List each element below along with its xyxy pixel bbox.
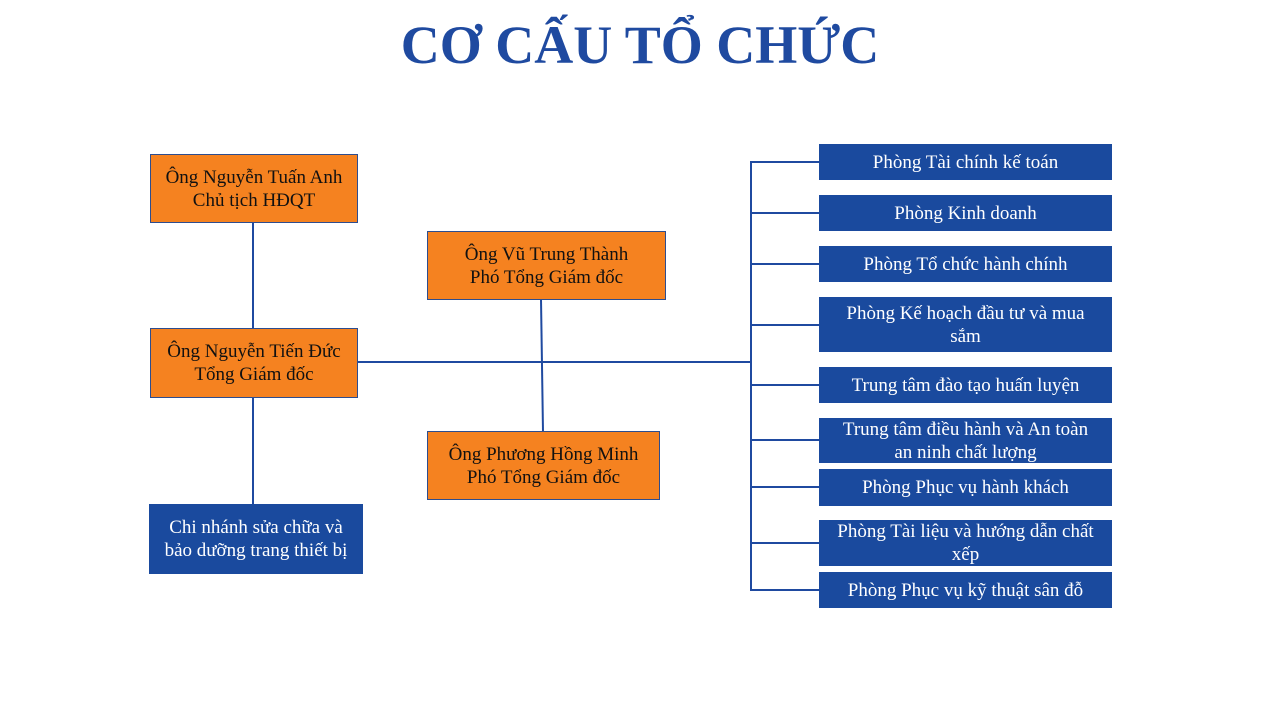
department-label-line-2: an ninh chất lượng bbox=[894, 441, 1037, 463]
department-box: Phòng Kế hoạch đầu tư và mua sắm bbox=[819, 297, 1112, 352]
chairman-role: Chủ tịch HĐQT bbox=[192, 189, 316, 211]
deputy-2-name: Ông Phương Hồng Minh bbox=[448, 443, 639, 465]
ceo-role: Tổng Giám đốc bbox=[194, 364, 314, 385]
department-label: Phòng Tổ chức hành chính bbox=[863, 253, 1068, 275]
department-label: Phòng Kinh doanh bbox=[894, 202, 1037, 224]
chairman-name: Ông Nguyễn Tuấn Anh bbox=[165, 166, 343, 188]
deputy-2-box: Ông Phương Hồng Minh Phó Tổng Giám đốc bbox=[427, 431, 660, 500]
deputy-1-name: Ông Vũ Trung Thành bbox=[464, 243, 629, 265]
branch-line-1: Chi nhánh sửa chữa và bbox=[169, 517, 343, 538]
department-label: Trung tâm đào tạo huấn luyện bbox=[851, 374, 1080, 396]
department-label: Phòng Phục vụ kỹ thuật sân đỗ bbox=[847, 579, 1084, 601]
department-box: Phòng Tổ chức hành chính bbox=[819, 246, 1112, 282]
ceo-box: Ông Nguyễn Tiến Đức Tổng Giám đốc bbox=[150, 328, 358, 398]
department-label: Phòng Tài chính kế toán bbox=[872, 151, 1059, 173]
department-label-line-2: xếp bbox=[951, 544, 980, 565]
department-box: Phòng Phục vụ hành khách bbox=[819, 469, 1112, 506]
department-label: Trung tâm điều hành và An toàn bbox=[842, 418, 1089, 440]
page-title: CƠ CẤU TỔ CHỨC bbox=[400, 15, 880, 75]
department-box: Phòng Tài liệu và hướng dẫn chất xếp bbox=[819, 520, 1112, 566]
department-box: Phòng Tài chính kế toán bbox=[819, 144, 1112, 180]
ceo-name: Ông Nguyễn Tiến Đức bbox=[167, 341, 341, 362]
department-box: Trung tâm điều hành và An toàn an ninh c… bbox=[819, 418, 1112, 463]
department-box: Trung tâm đào tạo huấn luyện bbox=[819, 367, 1112, 403]
branch-line-2: bảo dưỡng trang thiết bị bbox=[164, 540, 348, 561]
deputy-2-role: Phó Tổng Giám đốc bbox=[466, 466, 621, 488]
chairman-box: Ông Nguyễn Tuấn Anh Chủ tịch HĐQT bbox=[150, 154, 358, 223]
department-box: Phòng Phục vụ kỹ thuật sân đỗ bbox=[819, 572, 1112, 608]
deputy-1-role: Phó Tổng Giám đốc bbox=[469, 266, 624, 288]
deputy-1-box: Ông Vũ Trung Thành Phó Tổng Giám đốc bbox=[427, 231, 666, 300]
department-label-line-2: sắm bbox=[950, 325, 981, 347]
department-label: Phòng Phục vụ hành khách bbox=[862, 477, 1069, 498]
branch-box: Chi nhánh sửa chữa và bảo dưỡng trang th… bbox=[149, 504, 363, 574]
department-label: Phòng Kế hoạch đầu tư và mua bbox=[846, 302, 1085, 324]
department-box: Phòng Kinh doanh bbox=[819, 195, 1112, 231]
department-label: Phòng Tài liệu và hướng dẫn chất bbox=[837, 521, 1094, 542]
